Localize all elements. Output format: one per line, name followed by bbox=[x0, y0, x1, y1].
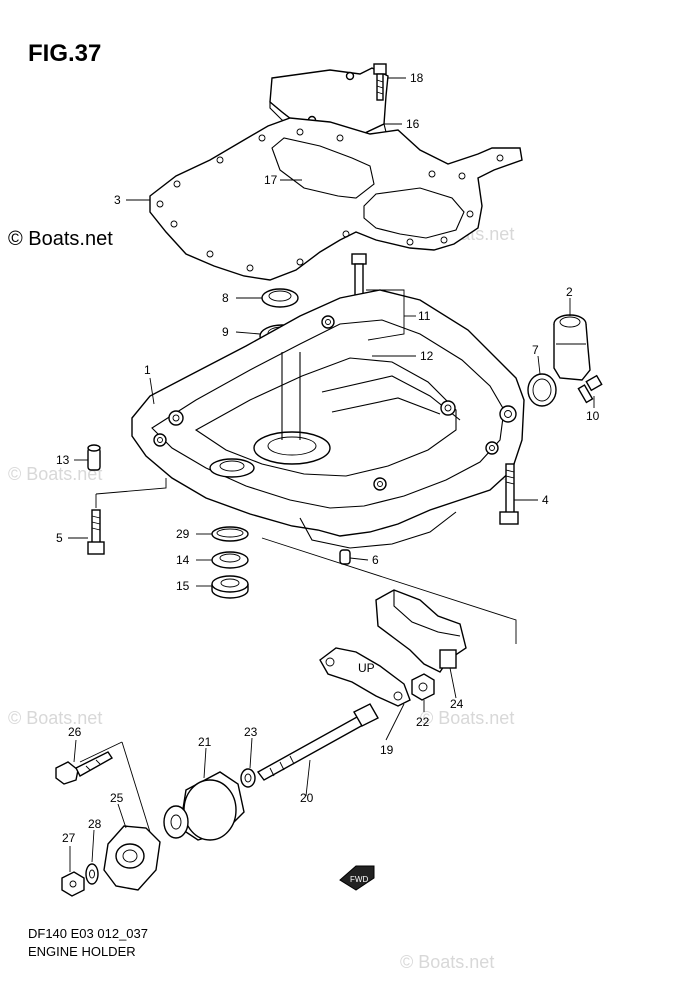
callout-19: 19 bbox=[380, 743, 394, 757]
callout-7: 7 bbox=[532, 343, 539, 357]
callout-29: 29 bbox=[176, 527, 190, 541]
part-24-bracket bbox=[375, 589, 467, 673]
callout-4: 4 bbox=[542, 493, 549, 507]
callout-15: 15 bbox=[176, 579, 190, 593]
callout-1: 1 bbox=[144, 363, 151, 377]
callout-25: 25 bbox=[110, 791, 124, 805]
part-28-washer bbox=[85, 863, 99, 885]
gasket-marking: UP bbox=[358, 661, 375, 675]
part-20-stud bbox=[256, 703, 379, 781]
callout-27: 27 bbox=[62, 831, 76, 845]
fwd-label: FWD bbox=[350, 875, 368, 884]
callout-17: 17 bbox=[264, 173, 278, 187]
callout-9: 9 bbox=[222, 325, 229, 339]
part-27-nut bbox=[61, 871, 85, 897]
watermark-faint: © Boats.net bbox=[8, 464, 103, 484]
callout-24: 24 bbox=[450, 697, 464, 711]
part-29-snap-ring bbox=[211, 526, 249, 542]
footer-code: DF140 E03 012_037 bbox=[28, 926, 148, 941]
part-7-o-ring bbox=[527, 373, 557, 407]
part-8-seal bbox=[261, 288, 299, 308]
callout-8: 8 bbox=[222, 291, 229, 305]
callout-23: 23 bbox=[244, 725, 258, 739]
part-4-bolt bbox=[499, 463, 519, 525]
part-22-nut bbox=[411, 673, 435, 701]
watermark-faint: © Boats.net bbox=[420, 708, 515, 728]
callout-13: 13 bbox=[56, 453, 70, 467]
part-6-dowel bbox=[339, 549, 351, 565]
callout-2: 2 bbox=[566, 285, 573, 299]
watermark-primary: © Boats.net bbox=[8, 228, 113, 250]
callout-14: 14 bbox=[176, 553, 190, 567]
part-26-bolt bbox=[55, 751, 114, 785]
fwd-arrow-icon: FWD bbox=[339, 865, 375, 891]
part-13-pin bbox=[87, 444, 101, 471]
callout-6: 6 bbox=[372, 553, 379, 567]
callout-18: 18 bbox=[410, 71, 424, 85]
part-3-gasket bbox=[149, 117, 523, 281]
figure-title: FIG.37 bbox=[28, 40, 102, 67]
callout-21: 21 bbox=[198, 735, 212, 749]
part-21-mount bbox=[163, 771, 245, 841]
part-1-engine-holder bbox=[131, 289, 525, 549]
assembly-lines bbox=[79, 478, 517, 833]
callout-11: 11 bbox=[418, 309, 431, 323]
part-10-bolt bbox=[577, 374, 603, 404]
part-25-holder bbox=[103, 825, 161, 891]
callout-22: 22 bbox=[416, 715, 430, 729]
part-18-bolt bbox=[373, 63, 387, 101]
callout-12: 12 bbox=[420, 349, 434, 363]
callout-5: 5 bbox=[56, 531, 63, 545]
part-2-outlet bbox=[553, 314, 591, 381]
callout-10: 10 bbox=[586, 409, 600, 423]
part-15-bearing bbox=[211, 575, 249, 599]
callout-26: 26 bbox=[68, 725, 82, 739]
footer-name: ENGINE HOLDER bbox=[28, 944, 136, 959]
callout-16: 16 bbox=[406, 117, 420, 131]
part-5-bolt bbox=[87, 509, 105, 555]
callout-20: 20 bbox=[300, 791, 314, 805]
part-19-plate: UP bbox=[319, 647, 411, 707]
callout-3: 3 bbox=[114, 193, 121, 207]
callout-28: 28 bbox=[88, 817, 102, 831]
watermark-faint: © Boats.net bbox=[8, 708, 103, 728]
part-14-seal bbox=[211, 551, 249, 569]
leader-lines bbox=[68, 77, 595, 872]
watermark-faint: © Boats.net bbox=[400, 952, 495, 972]
part-23-washer bbox=[240, 768, 256, 788]
